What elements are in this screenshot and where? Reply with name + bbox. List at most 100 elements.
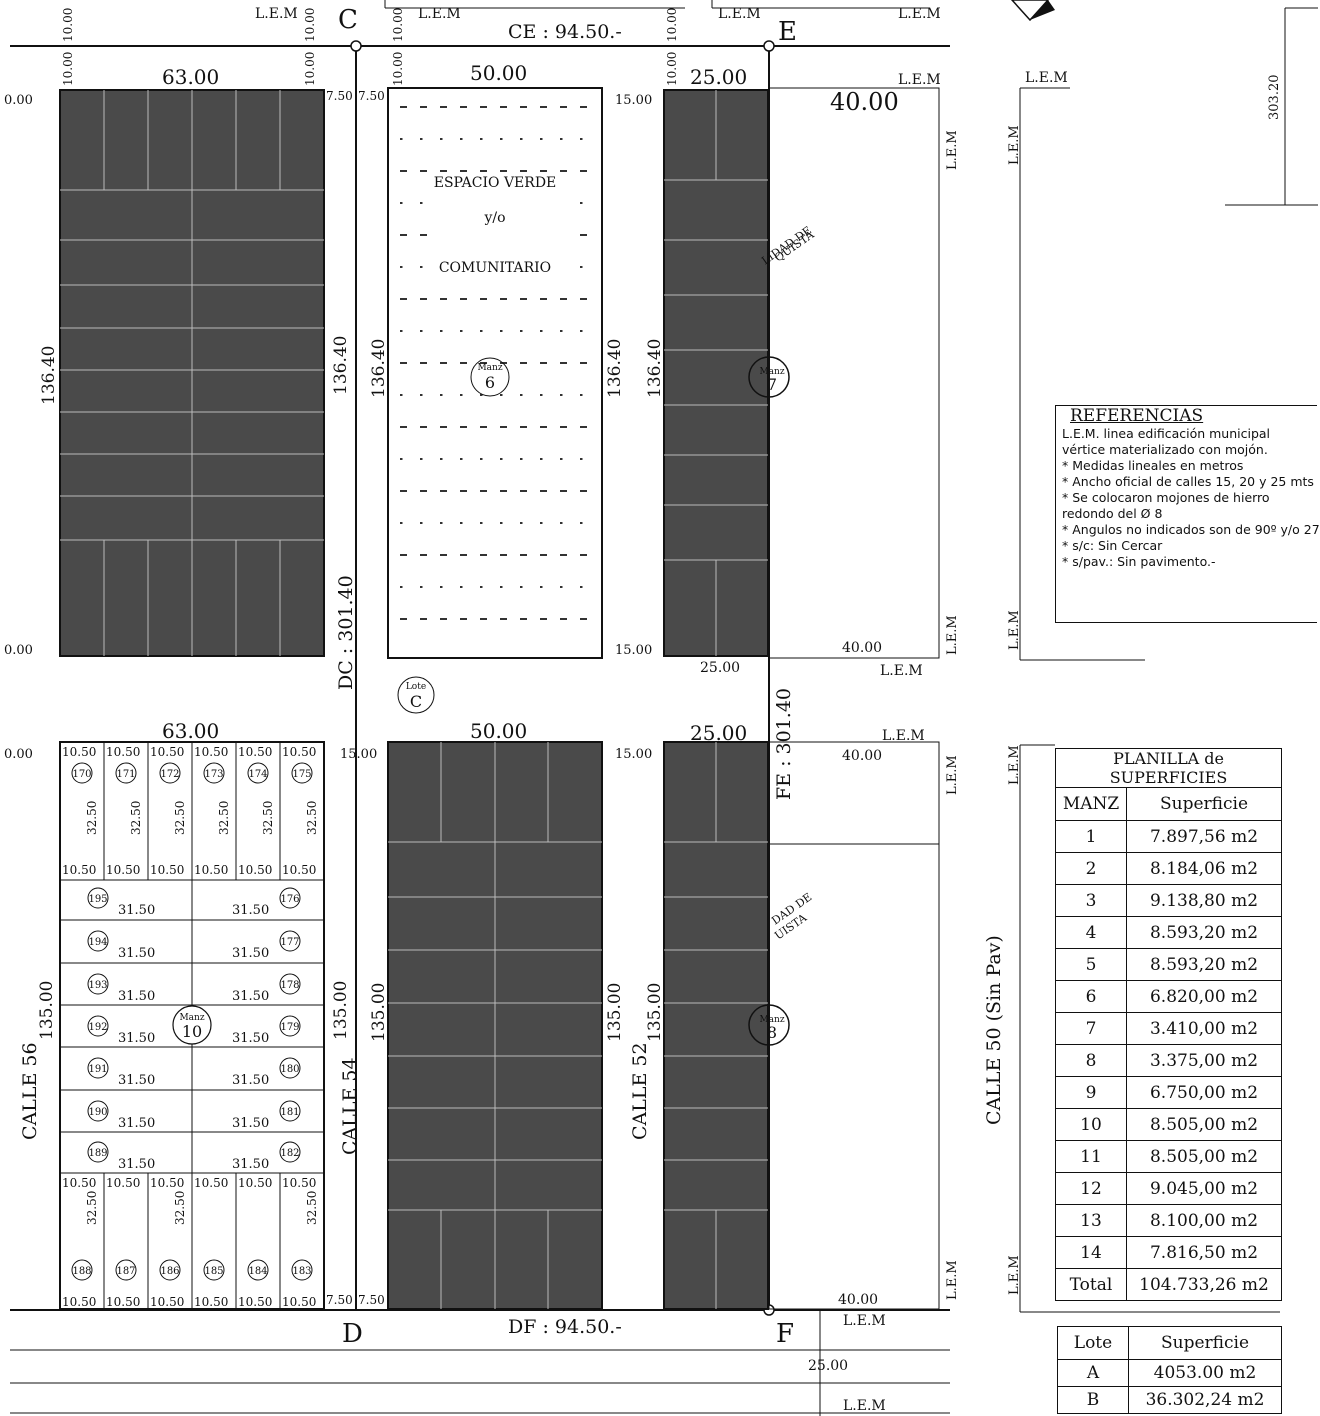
dim-303-20: 303.20 bbox=[1267, 75, 1282, 121]
lot-measure: 10.50 bbox=[194, 745, 228, 759]
green-space-dot bbox=[400, 458, 403, 460]
lot-measure: 10.50 bbox=[150, 1295, 184, 1309]
green-space-dot bbox=[540, 106, 547, 108]
green-space-dot bbox=[420, 458, 423, 460]
lot-number: 183 bbox=[292, 1266, 311, 1277]
green-space-dot bbox=[560, 554, 567, 556]
lot-number: 185 bbox=[204, 1266, 223, 1277]
lot-measure: 31.50 bbox=[118, 903, 155, 918]
green-space-dot bbox=[560, 426, 567, 428]
vertex-c bbox=[350, 40, 362, 52]
manz-cell: 13 bbox=[1055, 1204, 1127, 1237]
lem-label: L.E.M bbox=[1007, 745, 1022, 785]
reference-item: * Angulos no indicados son de 90º y/o 27 bbox=[1062, 522, 1320, 537]
green-space-dot bbox=[540, 618, 547, 620]
green-space-dot bbox=[440, 586, 443, 588]
superficie-cell: 8.593,20 m2 bbox=[1126, 948, 1282, 981]
lem-label: L.E.M bbox=[843, 1313, 886, 1329]
green-space-dot bbox=[580, 234, 587, 236]
lot-number-circle bbox=[203, 1259, 225, 1281]
green-space-dot bbox=[460, 490, 467, 492]
green-space-dot bbox=[540, 458, 543, 460]
lot-measure: 31.50 bbox=[118, 1031, 155, 1046]
lot-measure: 10.50 bbox=[282, 745, 316, 759]
lot-number-circle bbox=[87, 1100, 109, 1122]
dim-0: 0.00 bbox=[4, 93, 33, 108]
green-space-dot bbox=[440, 106, 447, 108]
green-space-dot bbox=[520, 138, 523, 140]
frontage-fe: FE : 301.40 bbox=[773, 688, 795, 800]
reference-item: L.E.M. linea edificación municipal bbox=[1062, 426, 1271, 441]
green-space-dot bbox=[580, 394, 583, 396]
lot-number-circle bbox=[71, 762, 93, 784]
manz-cell: 5 bbox=[1055, 948, 1127, 981]
dim-15: 15.00 bbox=[615, 643, 652, 658]
green-space-dot bbox=[480, 330, 483, 332]
manz-7-label: Manz bbox=[759, 367, 784, 377]
lot-measure: 31.50 bbox=[118, 946, 155, 961]
lot-measure: 10.50 bbox=[282, 1295, 316, 1309]
dim-15: 15.00 bbox=[615, 747, 652, 762]
lote-c-circle bbox=[397, 676, 435, 714]
manz-8-circle bbox=[748, 1004, 790, 1046]
lot-measure: 32.50 bbox=[305, 801, 319, 835]
green-space-dot bbox=[500, 170, 507, 172]
lot-measure: 10.50 bbox=[150, 863, 184, 877]
green-space-dot bbox=[500, 618, 507, 620]
green-space-dot bbox=[440, 522, 443, 524]
lot-number: 184 bbox=[248, 1266, 267, 1277]
lot-measure: 32.50 bbox=[85, 1191, 99, 1225]
green-space-dot bbox=[580, 362, 587, 364]
dim-135-00: 135.00 bbox=[369, 983, 389, 1042]
dim-135-00: 135.00 bbox=[331, 981, 351, 1040]
green-space-dot bbox=[500, 490, 507, 492]
lem-label: L.E.M bbox=[1025, 70, 1068, 86]
lem-label: L.E.M bbox=[945, 615, 960, 655]
dim-136-40: 136.40 bbox=[331, 336, 351, 395]
green-space-dot bbox=[400, 106, 407, 108]
lot-number-circle bbox=[279, 1057, 301, 1079]
manz-cell: 7 bbox=[1055, 1012, 1127, 1045]
green-space-dot bbox=[400, 554, 407, 556]
lem-label: L.E.M bbox=[882, 728, 925, 744]
lot-measure: 10.50 bbox=[62, 863, 96, 877]
green-space-dot bbox=[420, 490, 427, 492]
manz-10-lot-labels: 17010.5010.5017110.5010.5017210.5010.501… bbox=[62, 745, 319, 1309]
point-e: E bbox=[778, 17, 797, 47]
lot-measure: 31.50 bbox=[232, 1157, 269, 1172]
green-space-dot bbox=[560, 618, 567, 620]
dim-63-bottom: 63.00 bbox=[162, 719, 219, 743]
lot-measure: 10.50 bbox=[106, 1295, 140, 1309]
superficie-cell: 36.302,24 m2 bbox=[1128, 1386, 1282, 1414]
green-space-dot bbox=[540, 330, 543, 332]
lot-number: 182 bbox=[280, 1148, 299, 1159]
green-space-dot bbox=[440, 330, 443, 332]
dim-135-00: 135.00 bbox=[645, 983, 665, 1042]
lot-measure: 10.50 bbox=[106, 745, 140, 759]
green-space-dot bbox=[580, 266, 583, 268]
street-calle-54: CALLE 54 bbox=[339, 1057, 361, 1155]
point-c: C bbox=[338, 5, 358, 35]
superficie-cell: 8.100,00 m2 bbox=[1126, 1204, 1282, 1237]
green-space-dot bbox=[400, 586, 403, 588]
superficies-header-manz: MANZ bbox=[1055, 787, 1127, 821]
green-space-dot bbox=[500, 426, 507, 428]
green-space-dot bbox=[540, 362, 547, 364]
lot-number: 178 bbox=[280, 980, 299, 991]
green-space-dot bbox=[460, 586, 463, 588]
manz-cell: 3 bbox=[1055, 884, 1127, 917]
dim-0: 0.00 bbox=[4, 643, 33, 658]
lot-number-circle bbox=[87, 1057, 109, 1079]
references-title: REFERENCIAS bbox=[1070, 406, 1204, 426]
green-space-dot bbox=[480, 522, 483, 524]
manz-8-number: 8 bbox=[767, 1023, 777, 1042]
lot-number: 194 bbox=[88, 937, 107, 948]
green-space-dot bbox=[520, 458, 523, 460]
lem-label: L.E.M bbox=[945, 130, 960, 170]
green-space-dot bbox=[560, 522, 563, 524]
green-space-dot bbox=[420, 394, 423, 396]
green-space-dot bbox=[520, 170, 527, 172]
